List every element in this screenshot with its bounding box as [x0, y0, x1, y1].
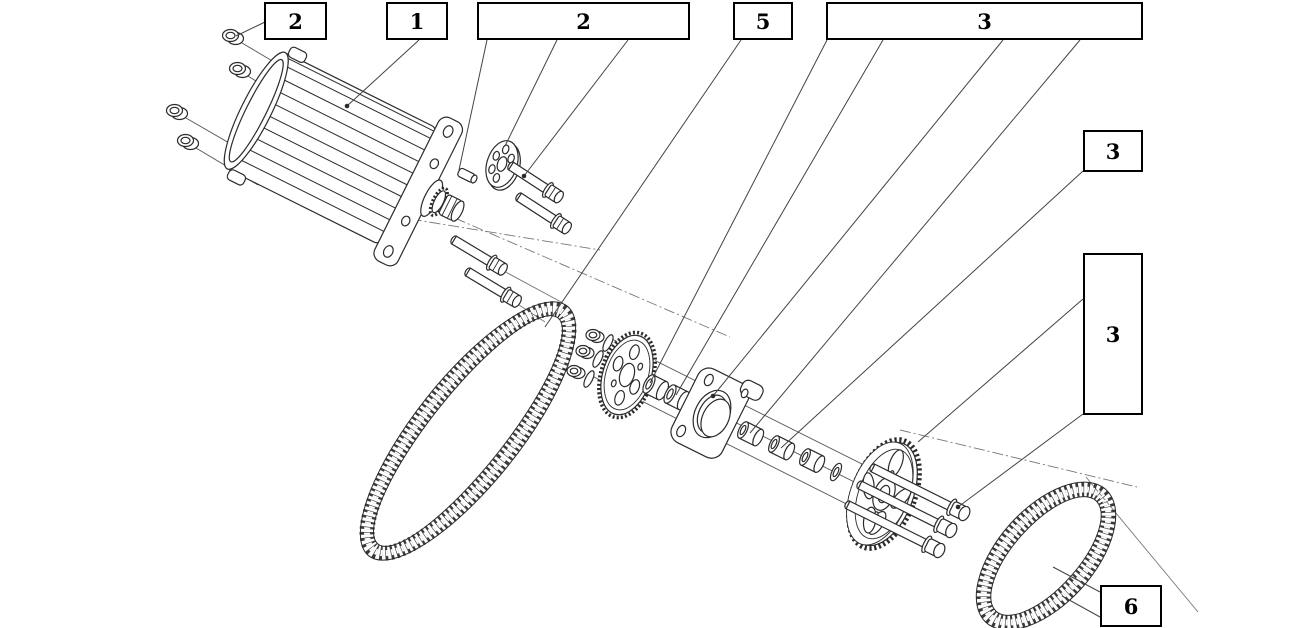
hex-nuts-motor-mount	[167, 30, 251, 150]
drive-chain-secondary	[950, 457, 1141, 628]
drive-chain-primary	[327, 273, 609, 589]
electric-motor	[207, 32, 497, 284]
callout-box-6-chain-rear: 6	[1100, 585, 1162, 627]
shaft-key	[457, 167, 479, 184]
callout-box-2-nuts: 2	[264, 2, 327, 40]
o-ring	[828, 462, 844, 483]
callout-box-3-spacers: 3	[826, 2, 1143, 40]
output-flange-disc	[480, 137, 527, 195]
callout-box-3-spacer-mid: 3	[1083, 130, 1143, 172]
stud-nuts-washers	[567, 330, 615, 389]
axle-bolts	[841, 459, 972, 561]
callout-box-5-chain: 5	[733, 2, 793, 40]
callout-box-2-fasteners: 2	[477, 2, 690, 40]
leader-lines	[236, 22, 1100, 617]
callout-box-3-axle-bolts: 3	[1083, 253, 1143, 415]
leader-dots	[344, 103, 961, 510]
centerlines	[392, 203, 1198, 612]
callout-box-1-motor: 1	[386, 2, 448, 40]
hex-flange-bolts	[447, 158, 574, 311]
bearing-housing	[667, 359, 765, 467]
